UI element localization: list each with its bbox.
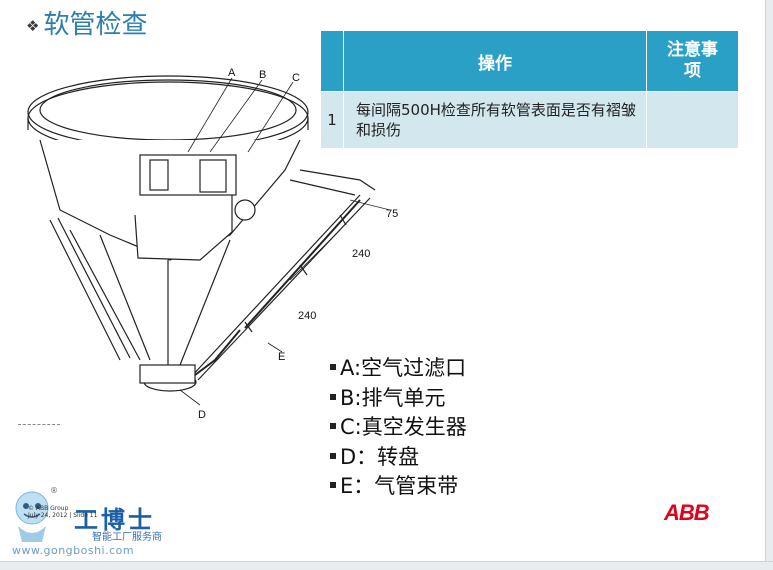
table-cell-operation: 每间隔500H检查所有软管表面是否有褶皱和损伤: [343, 91, 647, 149]
bullet-square-icon: [330, 482, 336, 488]
robot-hose-diagram: A B C D E 75 240 240: [27, 67, 398, 421]
table-row: 1 每间隔500H检查所有软管表面是否有褶皱和损伤: [320, 91, 739, 149]
window-edge-bottom: [0, 561, 773, 570]
divider-dash: [18, 424, 60, 425]
legend-item: E：气管束带: [330, 470, 467, 500]
bullet-square-icon: [330, 423, 336, 429]
dimension-label-240-upper: 240: [352, 248, 370, 260]
window-edge-right: [765, 0, 773, 569]
watermark-tagline: 智能工厂服务商: [92, 532, 162, 543]
registered-mark: ®: [50, 486, 58, 495]
mascot-logo-icon: [15, 491, 49, 542]
footer-text: © ABB Group July 24, 2012 | Slide 11: [28, 505, 97, 519]
watermark-name: 工博士: [74, 506, 155, 534]
table-header-operation: 操作: [343, 30, 647, 92]
operations-table: 操作 注意事项 1 每间隔500H检查所有软管表面是否有褶皱和损伤: [320, 30, 739, 149]
legend-item: D：转盘: [330, 441, 467, 471]
legend-item-text: D：转盘: [340, 444, 420, 469]
watermark-url: www.gongboshi.com: [12, 544, 135, 557]
table-cell-note: [646, 91, 739, 149]
legend-item-text: E：气管束带: [340, 474, 459, 498]
diagram-label-b: B: [259, 69, 266, 81]
table-cell-operation-text: 每间隔500H检查所有软管表面是否有褶皱和损伤: [356, 101, 636, 139]
legend-list: A:空气过滤口 B:排气单元 C:真空发生器 D：转盘 E：气管束带: [330, 352, 467, 500]
slide-title: ❖软管检查: [26, 4, 147, 41]
diagram-label-c: C: [292, 72, 300, 84]
legend-item-text: C:真空发生器: [340, 415, 467, 439]
table-header-row: 操作 注意事项: [320, 30, 739, 92]
bullet-square-icon: [330, 364, 336, 370]
title-bullet-icon: ❖: [26, 16, 40, 35]
bullet-square-icon: [330, 393, 336, 400]
diagram-label-a: A: [228, 67, 236, 79]
legend-item: A:空气过滤口: [330, 352, 467, 382]
table-cell-num: 1: [320, 91, 344, 149]
legend-item: B:排气单元: [330, 382, 467, 412]
footer-company: © ABB Group: [28, 505, 69, 512]
slide-title-text: 软管检查: [43, 10, 148, 40]
footer-date: July 24, 2012 | Slide 11: [28, 512, 98, 519]
legend-item: C:真空发生器: [330, 411, 467, 441]
table-header-note-text: 注意事项: [667, 40, 718, 81]
dimension-label-75: 75: [386, 208, 398, 220]
table-header-note: 注意事项: [646, 30, 739, 92]
dimension-label-240-lower: 240: [298, 310, 316, 322]
diagram-label-e: E: [278, 351, 285, 363]
diagram-label-d: D: [198, 409, 206, 421]
bullet-square-icon: [330, 452, 336, 459]
legend-item-text: B:排气单元: [340, 385, 446, 410]
abb-logo: ABB: [664, 500, 710, 525]
legend-item-text: A:空气过滤口: [340, 356, 467, 380]
